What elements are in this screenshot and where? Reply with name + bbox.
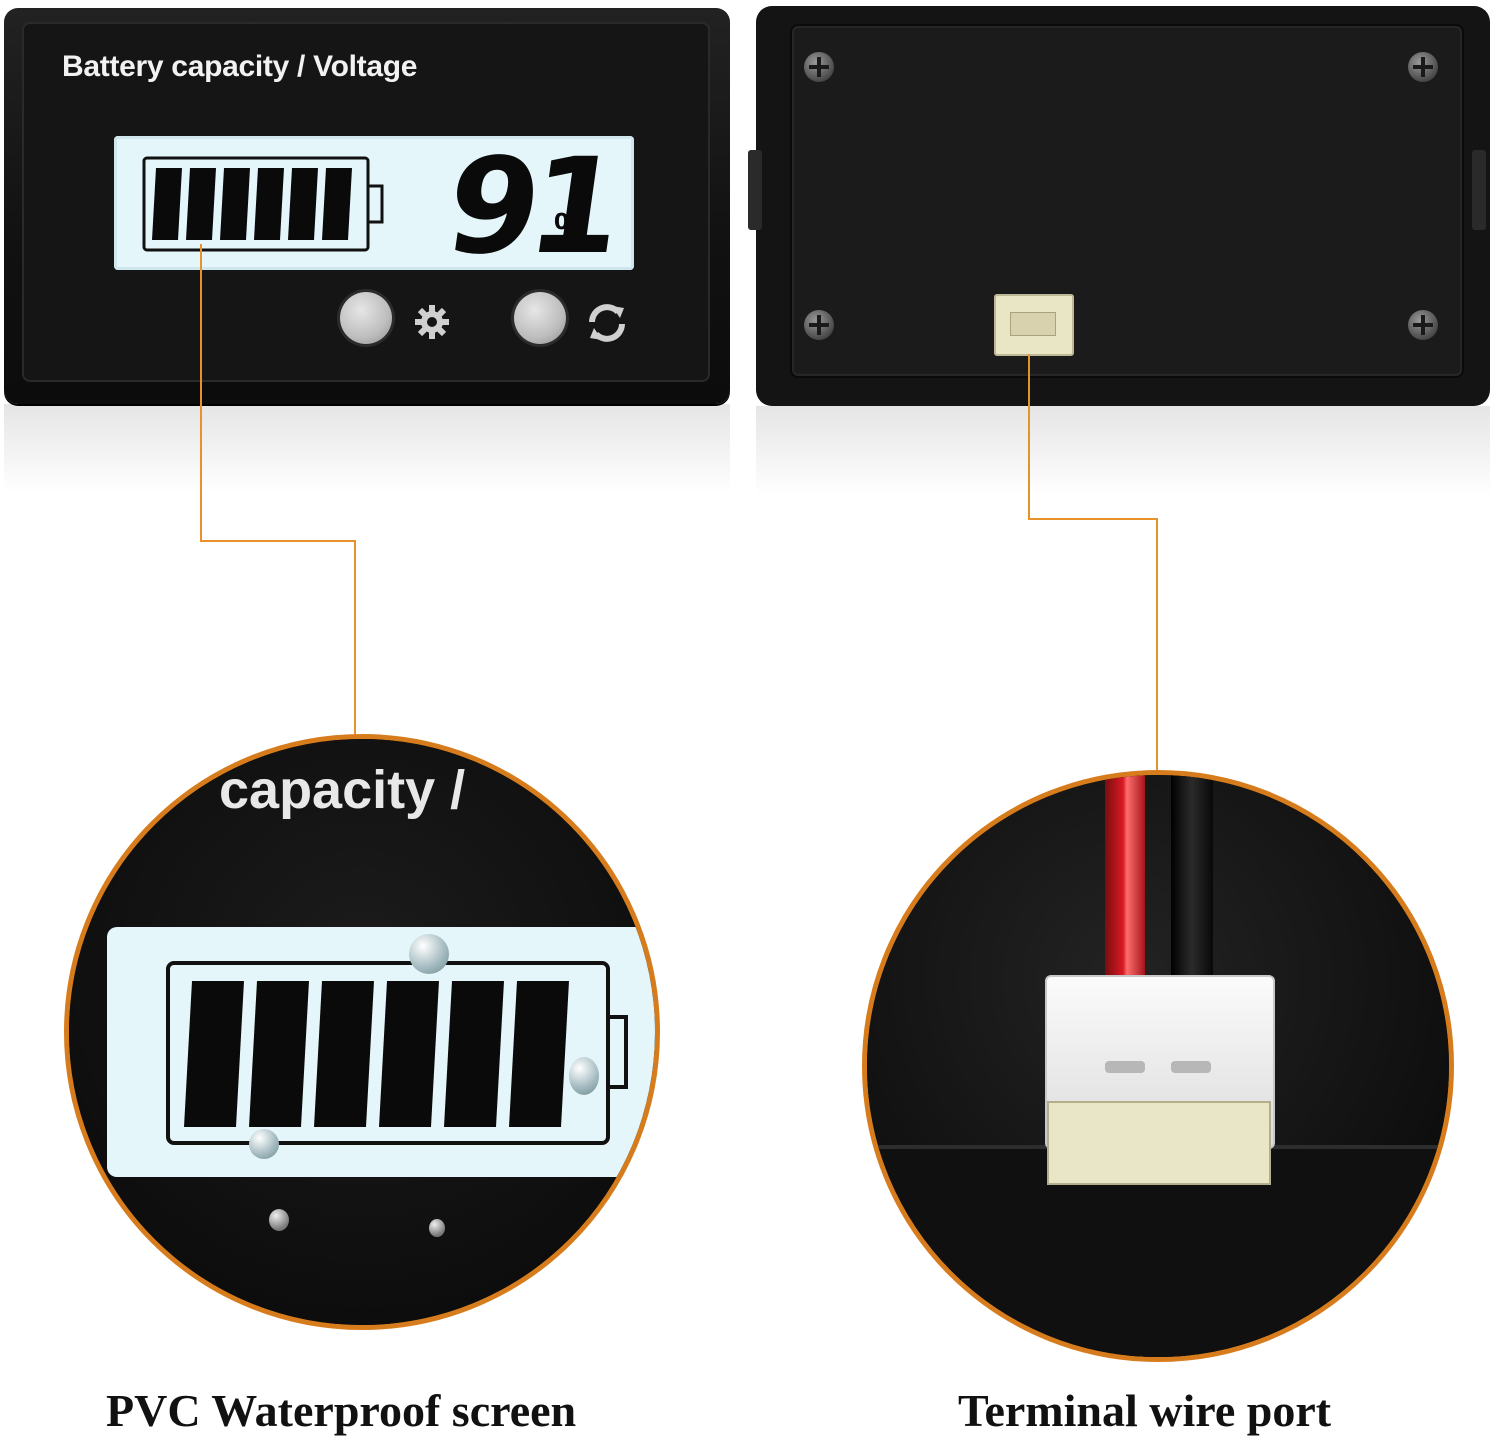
leader-line (1028, 518, 1158, 520)
closeup-label: capacity / (219, 760, 466, 820)
battery-bar (444, 981, 504, 1127)
battery-bar (220, 168, 250, 240)
closeup-battery-bars (184, 981, 569, 1127)
screw-icon (804, 52, 834, 82)
waterproof-screen-closeup: capacity / (64, 734, 660, 1330)
battery-bar (254, 168, 284, 240)
closeup-battery (166, 961, 628, 1145)
screw-icon (1408, 310, 1438, 340)
terminal-port-closeup (862, 770, 1454, 1362)
front-reflection (4, 404, 730, 494)
settings-button[interactable] (340, 292, 392, 344)
battery-bar (509, 981, 569, 1127)
water-droplet (249, 1129, 279, 1159)
back-cover (790, 24, 1464, 378)
leader-line (1156, 518, 1158, 770)
battery-bar (184, 981, 244, 1127)
battery-bar (288, 168, 318, 240)
terminal-port (994, 294, 1074, 356)
caption-left: PVC Waterproof screen (106, 1385, 577, 1436)
battery-bar (322, 168, 352, 240)
side-clip-left (748, 150, 762, 230)
leader-line (354, 540, 356, 770)
crimp-pin (1171, 1061, 1211, 1073)
water-droplet (429, 1219, 445, 1237)
battery-bars (152, 168, 352, 240)
battery-bar (249, 981, 309, 1127)
battery-bar (186, 168, 216, 240)
refresh-icon (589, 304, 625, 342)
gear-icon (415, 305, 449, 339)
mode-button[interactable] (514, 292, 566, 344)
caption-right: Terminal wire port (958, 1385, 1332, 1436)
battery-bar (314, 981, 374, 1127)
crimp-pin (1105, 1061, 1145, 1073)
screw-icon (804, 310, 834, 340)
side-clip-right (1472, 150, 1486, 230)
leader-line (1028, 354, 1030, 520)
water-droplet (269, 1209, 289, 1231)
water-droplet (409, 934, 449, 974)
leader-line (200, 540, 356, 542)
connector-socket (1047, 1101, 1271, 1185)
battery-terminal (366, 184, 384, 224)
screw-icon (1408, 52, 1438, 82)
percent-sign: % (554, 206, 588, 248)
port-socket (1010, 312, 1056, 336)
closeup-battery-terminal (606, 1015, 628, 1089)
battery-gauge (142, 156, 384, 252)
front-panel-title: Battery capacity / Voltage (62, 50, 418, 83)
leader-line (200, 244, 202, 542)
water-droplet (569, 1057, 599, 1095)
battery-bar (379, 981, 439, 1127)
back-reflection (756, 406, 1490, 496)
battery-bar (152, 168, 182, 240)
percent-value: 91 (437, 130, 623, 284)
